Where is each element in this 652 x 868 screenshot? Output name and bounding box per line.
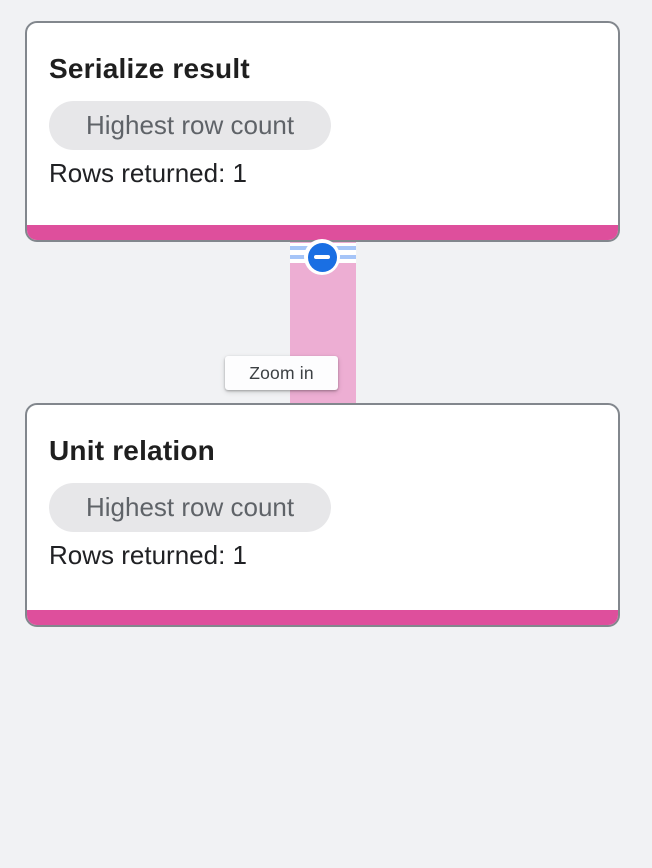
node-title: Serialize result [49,53,250,84]
zoom-in-tooltip-label: Zoom in [249,362,314,383]
collapse-edge-button[interactable] [304,239,340,275]
collapse-button-circle [307,242,337,272]
minus-icon [314,254,330,260]
node-card-serialize-result[interactable]: Serialize result Highest row count Rows … [25,21,620,242]
highest-row-count-badge: Highest row count [49,101,332,151]
node-accent-bar [27,225,618,240]
highest-row-count-badge: Highest row count [49,483,332,533]
rows-returned-label: Rows returned: 1 [49,540,247,571]
node-card-unit-relation[interactable]: Unit relation Highest row count Rows ret… [25,403,620,627]
zoom-in-tooltip: Zoom in [225,356,338,390]
rows-returned-label: Rows returned: 1 [49,158,247,189]
node-accent-bar [27,610,618,625]
node-card-content: Serialize result Highest row count Rows … [27,23,618,188]
node-title: Unit relation [49,435,215,466]
node-card-content: Unit relation Highest row count Rows ret… [27,405,618,570]
